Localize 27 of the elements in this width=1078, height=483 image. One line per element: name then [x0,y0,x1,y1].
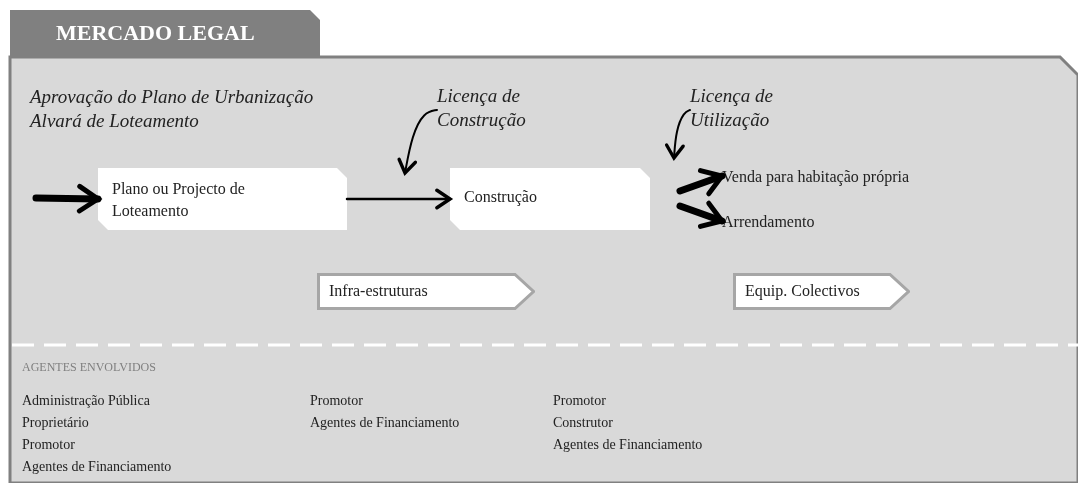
agent-name: Promotor [22,436,75,454]
outcome-text: Arrendamento [722,212,816,232]
process-box: Construção [450,168,650,230]
arrow [676,200,726,229]
agent-name: Construtor [553,414,613,432]
agent-name: Administração Pública [22,392,150,410]
process-box: Plano ou Projecto de Loteamento [98,168,347,230]
agent-name: Promotor [310,392,363,410]
arrow [676,168,726,197]
tag-box: Equip. Colectivos [733,273,910,310]
arrow [664,109,691,160]
arrow [345,188,452,210]
agent-name: Agentes de Financiamento [553,436,703,454]
section-heading: AGENTES ENVOLVIDOS [22,359,156,376]
tag-box: Infra-estruturas [317,273,535,310]
agent-name: Proprietário [22,414,89,432]
outcome-text: Venda para habitação própria [722,167,910,188]
license-heading: Licença de Utilização [690,84,774,132]
arrow [32,183,102,214]
agent-name: Promotor [553,392,606,410]
title: MERCADO LEGAL [56,20,255,46]
milestone-heading: Alvará de Loteamento [30,109,199,133]
agent-name: Agentes de Financiamento [22,458,172,476]
license-heading: Licença de Construção [437,84,527,132]
agent-name: Agentes de Financiamento [310,414,460,432]
milestone-heading: Aprovação do Plano de Urbanização [30,85,314,109]
arrow [397,109,438,175]
